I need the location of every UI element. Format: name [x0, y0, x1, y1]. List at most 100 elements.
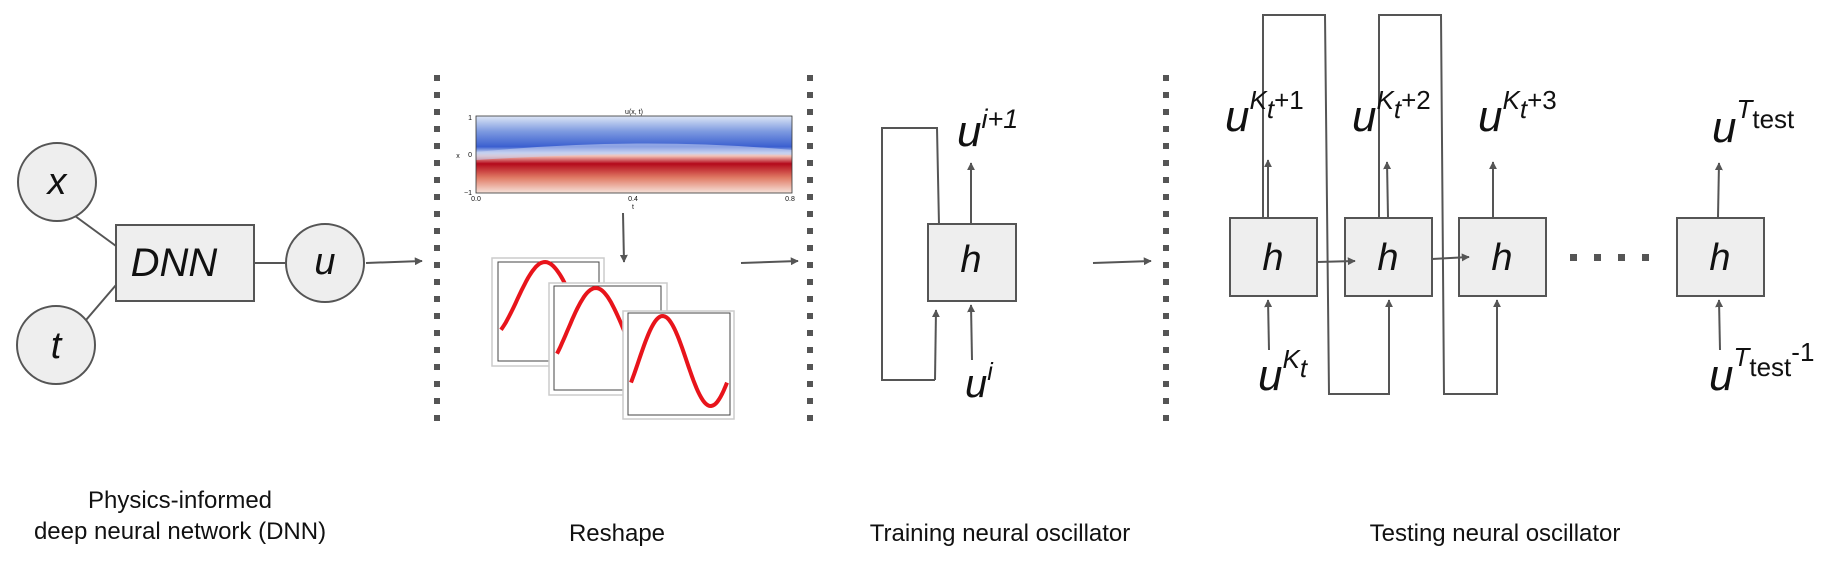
separator-dot: [1163, 109, 1169, 115]
sine-wave-3: [629, 313, 729, 409]
input-label-t: t: [51, 325, 63, 367]
heatmap-xtick-2: 0.8: [785, 196, 795, 203]
separator-dot: [807, 398, 813, 404]
separator-dot: [1163, 75, 1169, 81]
separator-dot: [807, 228, 813, 234]
separator-dot: [807, 194, 813, 200]
separator-dot: [807, 211, 813, 217]
separator-dot: [434, 398, 440, 404]
wave-card-3: [622, 310, 735, 420]
separator-dot: [807, 347, 813, 353]
caption-pinn-line2: deep neural network (DNN): [33, 518, 327, 545]
caption-pinn-line1: Physics-informed: [87, 487, 273, 514]
separator-dot: [807, 313, 813, 319]
separator-dot: [807, 75, 813, 81]
training-input-label: ui: [965, 358, 994, 406]
reshape-section: u(x, t) x 1 0 −1 0.0 0.4 0.8 t: [456, 109, 799, 420]
caption-training: Training neural oscillator: [869, 520, 1131, 547]
testing-loop-1: [1262, 14, 1390, 395]
separator-dot: [807, 177, 813, 183]
input-node-t: [16, 305, 96, 385]
testing-cell-4: [1676, 217, 1765, 297]
separator-dot: [1163, 194, 1169, 200]
heatmap-ytick-top: 1: [468, 115, 472, 122]
training-section: h ui+1 ui: [881, 104, 1152, 406]
training-feedback-loop: [881, 127, 940, 381]
dnn-label: DNN: [131, 241, 218, 285]
testing-input-label-last: uTtest-1: [1709, 337, 1814, 400]
separator-3: [1163, 75, 1169, 421]
separator-dot: [434, 109, 440, 115]
separator-dot: [1163, 398, 1169, 404]
testing-cell-label-2: h: [1377, 237, 1398, 279]
separator-1: [434, 75, 440, 421]
separator-dot: [434, 245, 440, 251]
separator-dot: [1163, 415, 1169, 421]
separator-dot: [1163, 126, 1169, 132]
separator-dot: [434, 211, 440, 217]
testing-input-label-first: uKt: [1258, 344, 1309, 400]
testing-output-label-4: uTtest: [1712, 94, 1795, 152]
heatmap-ylabel: x: [456, 153, 460, 160]
separator-dot: [434, 126, 440, 132]
separator-dot: [434, 262, 440, 268]
separator-dot: [807, 92, 813, 98]
separator-dot: [1163, 211, 1169, 217]
separator-dot: [807, 262, 813, 268]
separator-dot: [807, 364, 813, 370]
separator-dot: [434, 330, 440, 336]
separator-dot: [1163, 177, 1169, 183]
separator-dot: [807, 109, 813, 115]
separator-dot: [434, 75, 440, 81]
caption-testing: Testing neural oscillator: [1369, 520, 1621, 547]
training-cell-label: h: [960, 239, 981, 281]
heatmap-xlabel: t: [632, 204, 634, 211]
separator-dot: [807, 330, 813, 336]
training-output-label: ui+1: [957, 104, 1018, 156]
heatmap-ytick-mid: 0: [468, 152, 472, 159]
testing-output-label-1: uKt+1: [1225, 85, 1304, 141]
output-node-u: [285, 223, 365, 303]
separator-dot: [1163, 279, 1169, 285]
testing-output-label-2: uKt+2: [1352, 85, 1431, 141]
testing-cell-label-3: h: [1491, 237, 1512, 279]
testing-section: h h h h uKt+1 uKt+2 uKt+3 u: [1225, 14, 1814, 400]
heatmap-ytick-bottom: −1: [464, 190, 472, 197]
heatmap-title: u(x, t): [625, 109, 643, 116]
separator-dot: [1163, 364, 1169, 370]
separator-dot: [807, 160, 813, 166]
heatmap-xtick-0: 0.0: [471, 196, 481, 203]
input-node-x: [17, 142, 97, 222]
separator-dot: [1163, 262, 1169, 268]
separator-dot: [434, 279, 440, 285]
separator-dot: [807, 143, 813, 149]
separator-dot: [1163, 160, 1169, 166]
testing-cell-label-4: h: [1709, 237, 1730, 279]
separator-dot: [1163, 330, 1169, 336]
reshape-to-training-arrow: [740, 257, 799, 266]
training-input-arrow: [967, 304, 976, 361]
output-label-u: u: [314, 241, 335, 283]
testing-cell-2: [1344, 217, 1433, 297]
separator-dot: [434, 347, 440, 353]
testing-output-label-3: uKt+3: [1478, 85, 1557, 141]
training-to-testing-arrow: [1092, 257, 1152, 266]
ellipsis-dots: [1570, 254, 1649, 261]
separator-dot: [434, 160, 440, 166]
separator-dot: [1163, 296, 1169, 302]
separator-dot: [1163, 347, 1169, 353]
separator-dot: [434, 194, 440, 200]
dnn-box: [115, 224, 255, 302]
separator-dot: [1163, 245, 1169, 251]
pinn-section: x t DNN u: [16, 142, 423, 385]
separator-dot: [434, 415, 440, 421]
pinn-to-reshape-arrow: [365, 257, 423, 266]
caption-pinn: Physics-informed deep neural network (DN…: [0, 485, 360, 547]
separator-dot: [1163, 313, 1169, 319]
testing-cell-3: [1458, 217, 1547, 297]
caption-reshape: Reshape: [568, 520, 666, 547]
heatmap-to-waves-arrow: [619, 212, 628, 263]
separator-dot: [434, 228, 440, 234]
separator-dot: [807, 126, 813, 132]
